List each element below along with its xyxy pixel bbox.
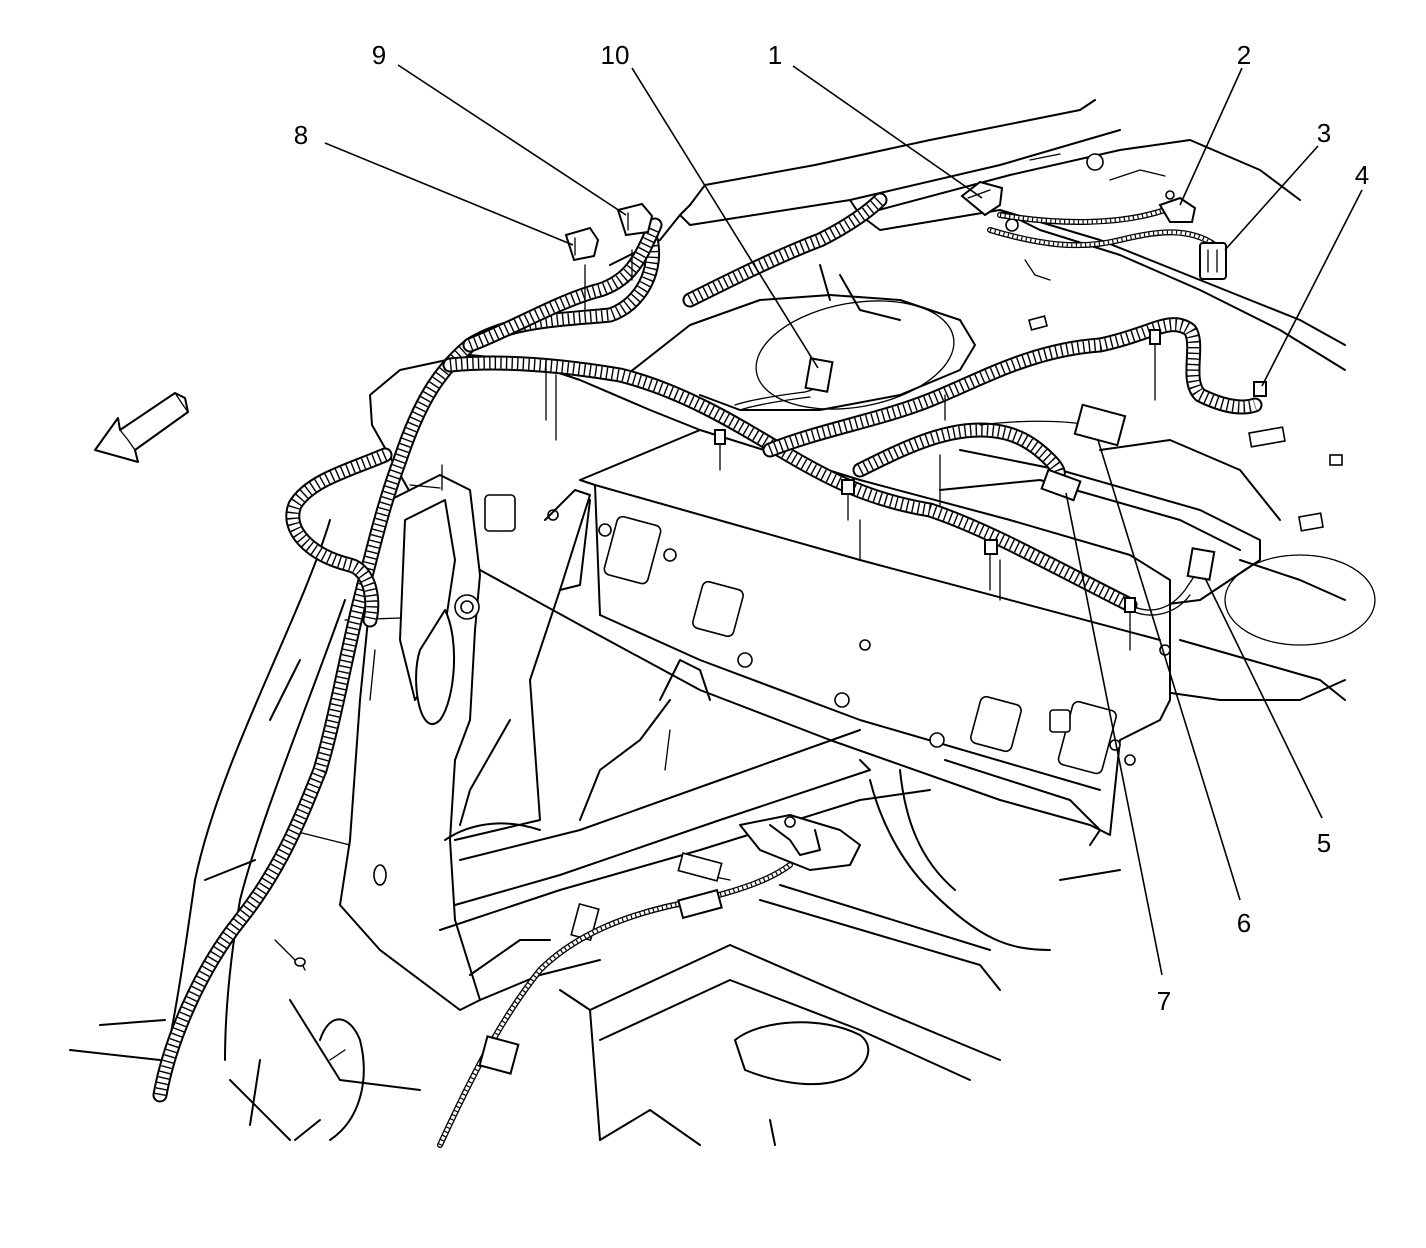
- connectors: [564, 180, 1267, 581]
- callout-9: 9: [372, 40, 386, 70]
- front-direction-arrow-icon: [94, 392, 189, 463]
- connector-10: [804, 357, 834, 393]
- callout-2: 2: [1237, 40, 1251, 70]
- callout-8: 8: [294, 120, 308, 150]
- callout-1: 1: [768, 40, 782, 70]
- connector-8: [564, 226, 600, 262]
- connector-6: [1073, 403, 1127, 447]
- callout-leaders: [324, 64, 1363, 976]
- connector-5: [1186, 547, 1216, 581]
- connector-3: [1199, 242, 1227, 280]
- connector-7: [1040, 468, 1082, 502]
- connector-2: [1158, 190, 1197, 223]
- callout-labels: 1 2 3 4 5 6 7 8 9 10: [294, 40, 1369, 1016]
- wiring-harness: [152, 192, 1267, 1148]
- callout-3: 3: [1317, 118, 1331, 148]
- callout-4: 4: [1355, 160, 1369, 190]
- callout-10: 10: [601, 40, 630, 70]
- vehicle-body-structure: [69, 99, 1376, 1146]
- connector-4: [1253, 381, 1267, 397]
- connector-9: [616, 202, 654, 237]
- callout-7: 7: [1157, 986, 1171, 1016]
- callout-6: 6: [1237, 908, 1251, 938]
- callout-5: 5: [1317, 828, 1331, 858]
